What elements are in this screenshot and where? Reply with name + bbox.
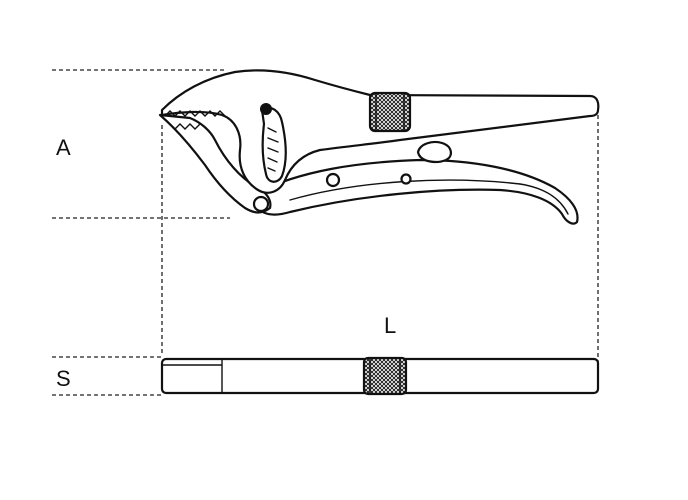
pivot-bolt-upper: [260, 103, 272, 115]
lower-jaw: [158, 113, 272, 214]
adjustment-slot: [260, 106, 287, 183]
pliers-top-view: [160, 356, 600, 396]
dim-label-l: L: [384, 313, 396, 338]
lower-handle: [250, 158, 579, 225]
dim-label-a: A: [56, 135, 71, 160]
lower-rivet-2: [400, 173, 412, 185]
dimension-guides: [52, 69, 599, 396]
lower-rivet-1: [325, 172, 341, 188]
lower-jaw-teeth: [169, 123, 201, 130]
grip-knurl-top: [362, 356, 408, 396]
upper-jaw-teeth: [164, 110, 226, 117]
release-lever: [416, 140, 452, 163]
dim-label-s: S: [56, 366, 71, 391]
pliers-side-view: [158, 69, 600, 225]
pivot-bolt-lower: [252, 195, 270, 213]
grip-knurl-side: [368, 91, 412, 133]
